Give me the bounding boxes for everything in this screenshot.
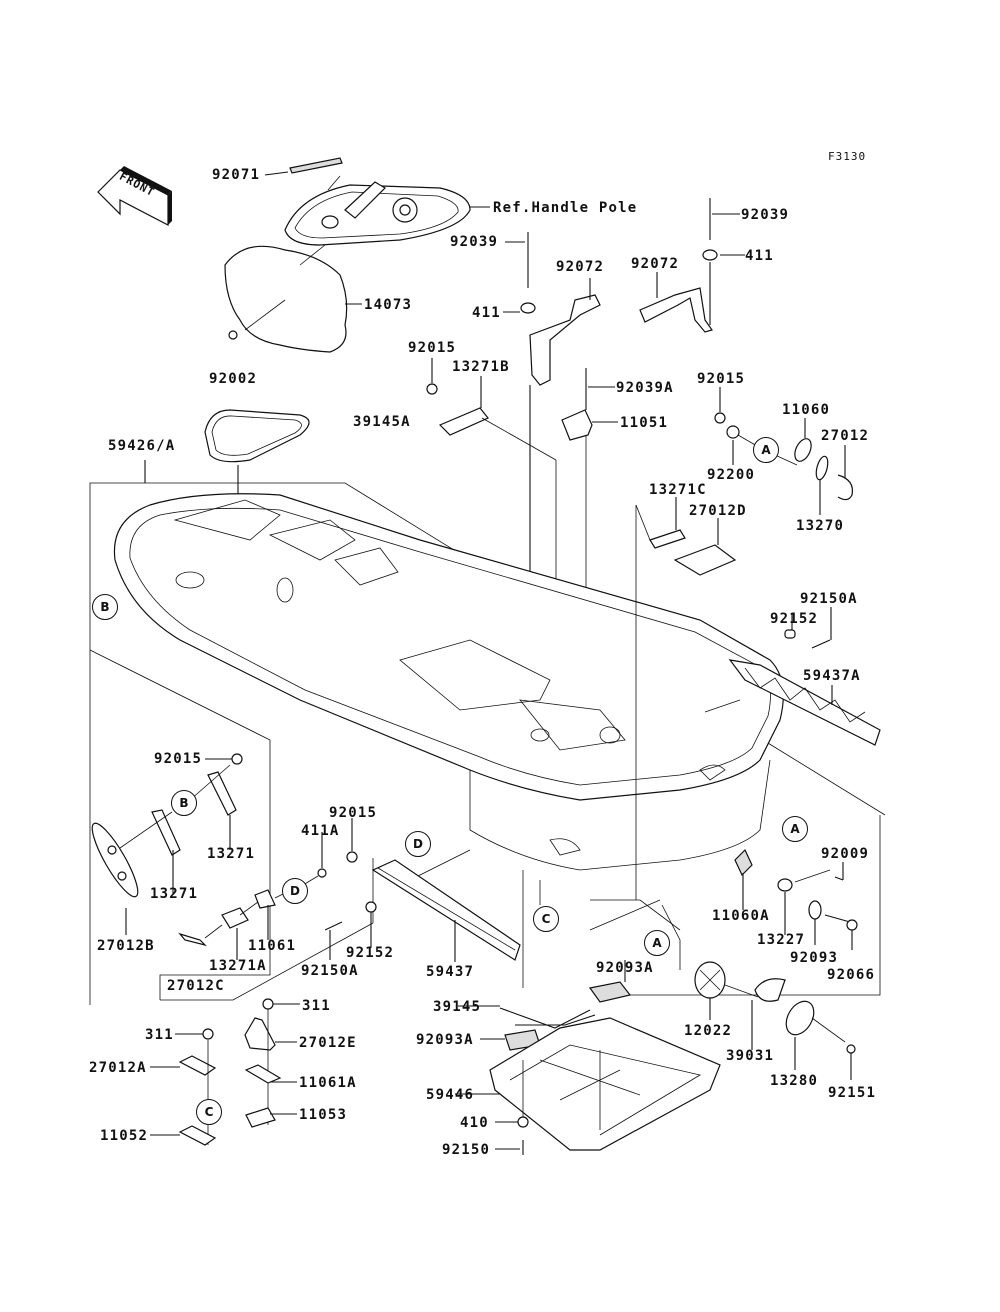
figure-code: F3130 — [828, 150, 867, 163]
part-label[interactable]: 27012 — [821, 428, 870, 444]
part-label[interactable]: 92200 — [707, 467, 756, 483]
part-label[interactable]: 311 — [302, 998, 331, 1014]
section-marker-b[interactable]: B — [171, 790, 197, 816]
part-label[interactable]: 27012B — [97, 938, 155, 954]
part-label[interactable]: 59426/A — [108, 438, 176, 454]
part-label[interactable]: 13271 — [207, 846, 256, 862]
part-label[interactable]: 92150 — [442, 1142, 491, 1158]
part-label[interactable]: 92039 — [741, 207, 790, 223]
part-label[interactable]: 39145A — [353, 414, 411, 430]
part-label[interactable]: 92009 — [821, 846, 870, 862]
part-label[interactable]: 12022 — [684, 1023, 733, 1039]
part-label[interactable]: 27012E — [299, 1035, 357, 1051]
part-label[interactable]: 92066 — [827, 967, 876, 983]
part-label[interactable]: 92151 — [828, 1085, 877, 1101]
part-label[interactable]: 27012D — [689, 503, 747, 519]
part-label[interactable]: 11052 — [100, 1128, 149, 1144]
part-label[interactable]: 311 — [145, 1027, 174, 1043]
part-label[interactable]: 27012C — [167, 978, 225, 994]
part-label[interactable]: 92015 — [329, 805, 378, 821]
part-label[interactable]: 11061 — [248, 938, 297, 954]
section-marker-a[interactable]: A — [753, 437, 779, 463]
part-label[interactable]: 92093A — [596, 960, 654, 976]
handle-pole-cover — [284, 181, 471, 246]
part-label[interactable]: 92093 — [790, 950, 839, 966]
section-marker-a[interactable]: A — [644, 930, 670, 956]
part-label[interactable]: 92015 — [697, 371, 746, 387]
trim-59437 — [371, 859, 521, 961]
section-marker-c[interactable]: C — [196, 1099, 222, 1125]
part-label[interactable]: 92152 — [770, 611, 819, 627]
part-label[interactable]: 13270 — [796, 518, 845, 534]
part-label[interactable]: 11053 — [299, 1107, 348, 1123]
part-label[interactable]: 92039 — [450, 234, 499, 250]
section-marker-b[interactable]: B — [92, 594, 118, 620]
part-label[interactable]: 92039A — [616, 380, 674, 396]
part-label[interactable]: 92015 — [408, 340, 457, 356]
section-marker-d[interactable]: D — [282, 878, 308, 904]
front-arrow-icon — [97, 166, 172, 226]
trim-59437A — [728, 659, 881, 746]
part-label[interactable]: 13227 — [757, 932, 806, 948]
part-label[interactable]: 92072 — [556, 259, 605, 275]
part-label[interactable]: 92093A — [416, 1032, 474, 1048]
part-label[interactable]: 92015 — [154, 751, 203, 767]
section-marker-c[interactable]: C — [533, 906, 559, 932]
part-label[interactable]: 13271 — [150, 886, 199, 902]
part-label[interactable]: 59437A — [803, 668, 861, 684]
part-label[interactable]: 13271B — [452, 359, 510, 375]
pump-cover-59446 — [489, 1017, 721, 1151]
part-label[interactable]: 411 — [745, 248, 774, 264]
part-label[interactable]: 11060A — [712, 908, 770, 924]
section-marker-d[interactable]: D — [405, 831, 431, 857]
part-label[interactable]: 92002 — [209, 371, 258, 387]
part-label[interactable]: 92152 — [346, 945, 395, 961]
seat-pad-14073 — [224, 245, 348, 353]
part-label[interactable]: 92072 — [631, 256, 680, 272]
part-label[interactable]: 39031 — [726, 1048, 775, 1064]
section-marker-a[interactable]: A — [782, 816, 808, 842]
part-label[interactable]: 411 — [472, 305, 501, 321]
bracket-92072-right — [639, 287, 713, 333]
part-label[interactable]: 13271C — [649, 482, 707, 498]
part-label[interactable]: 39145 — [433, 999, 482, 1015]
bracket-92072-left — [529, 294, 601, 386]
part-label[interactable]: 92150A — [800, 591, 858, 607]
ref-handle-pole-note: Ref.Handle Pole — [493, 200, 638, 216]
part-label[interactable]: 11060 — [782, 402, 831, 418]
part-label[interactable]: 13271A — [209, 958, 267, 974]
part-label[interactable]: 13280 — [770, 1073, 819, 1089]
hull-59426 — [113, 493, 784, 871]
part-label[interactable]: 411A — [301, 823, 340, 839]
part-label[interactable]: 11051 — [620, 415, 669, 431]
part-label[interactable]: 11061A — [299, 1075, 357, 1091]
part-label[interactable]: 14073 — [364, 297, 413, 313]
part-label[interactable]: 59446 — [426, 1087, 475, 1103]
part-label[interactable]: 27012A — [89, 1060, 147, 1076]
part-label[interactable]: 410 — [460, 1115, 489, 1131]
part-label[interactable]: 92150A — [301, 963, 359, 979]
callout-frame-right — [600, 815, 881, 996]
strip-92071 — [289, 157, 343, 174]
part-label[interactable]: 59437 — [426, 964, 475, 980]
part-label[interactable]: 92071 — [212, 167, 261, 183]
